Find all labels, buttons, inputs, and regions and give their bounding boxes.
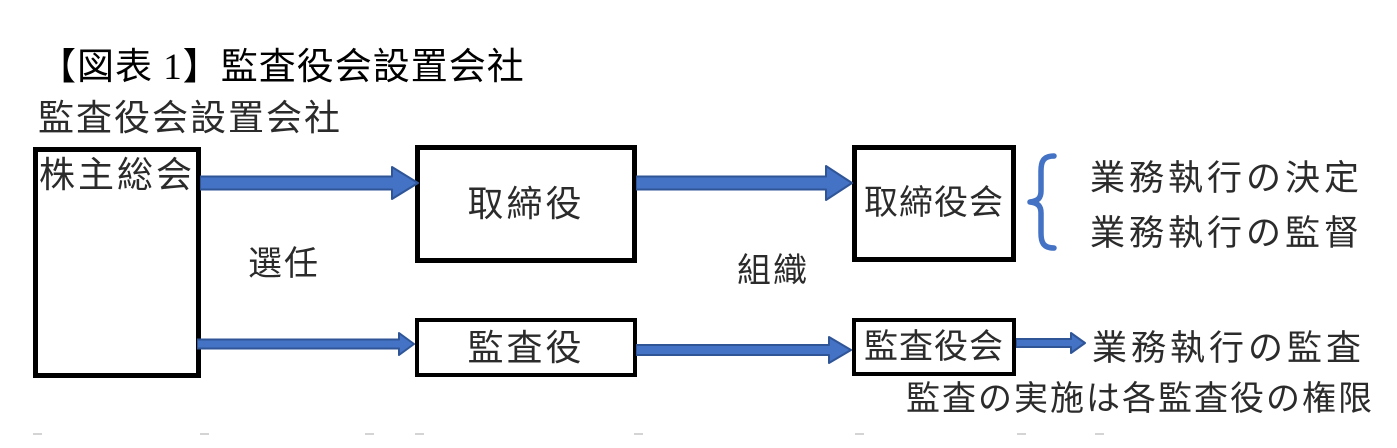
arrow-shape xyxy=(636,165,853,201)
page-artifact-mark xyxy=(1017,433,1026,435)
box-auditors: 監査役 xyxy=(415,318,637,377)
page-artifact-mark xyxy=(634,433,643,435)
edge-label-appointment: 選任 xyxy=(248,245,320,283)
arrow-shareholders-to-auditors-icon xyxy=(197,332,415,356)
page-artifact-mark xyxy=(200,433,209,435)
box-board-of-directors: 取締役会 xyxy=(852,145,1016,262)
arrow-shareholders-to-directors-icon xyxy=(200,166,419,200)
annotation-audit-note: 監査の実施は各監査役の権限 xyxy=(906,380,1374,418)
annotation-audit: 業務執行の監査 xyxy=(1092,329,1366,368)
box-label-board-of-auditors: 監査役会 xyxy=(864,327,1004,366)
arrow-directors-to-board-icon xyxy=(636,165,853,201)
box-label-board-of-directors: 取締役会 xyxy=(864,184,1004,223)
diagram-heading: 監査役会設置会社 xyxy=(38,97,343,138)
box-label-directors: 取締役 xyxy=(467,183,585,225)
annotation-decision: 業務執行の決定 xyxy=(1090,159,1364,198)
page-artifact-mark xyxy=(33,433,42,435)
brace-path xyxy=(1027,153,1057,251)
arrow-shape xyxy=(200,166,419,200)
page-artifact-mark xyxy=(415,433,424,435)
edge-label-organize: 組織 xyxy=(737,252,809,290)
figure-title: 【図表 1】監査役会設置会社 xyxy=(39,47,525,88)
arrow-board-auditors-to-audit-icon xyxy=(1016,332,1086,354)
page-artifact-mark xyxy=(855,433,864,435)
brace-icon xyxy=(1027,153,1057,251)
box-board-of-auditors: 監査役会 xyxy=(852,318,1016,376)
box-shareholders-meeting: 株主総会 xyxy=(33,147,201,378)
box-label-shareholders-meeting: 株主総会 xyxy=(38,154,195,195)
arrow-shape xyxy=(1016,332,1086,354)
arrow-shape xyxy=(197,332,415,356)
box-label-auditors: 監査役 xyxy=(467,326,585,368)
arrow-shape xyxy=(636,336,852,364)
page-artifact-mark xyxy=(365,433,374,435)
annotation-supervision: 業務執行の監督 xyxy=(1090,214,1364,253)
arrow-auditors-to-board-icon xyxy=(636,336,852,364)
box-directors: 取締役 xyxy=(415,145,637,263)
page-artifact-mark xyxy=(1095,433,1104,435)
